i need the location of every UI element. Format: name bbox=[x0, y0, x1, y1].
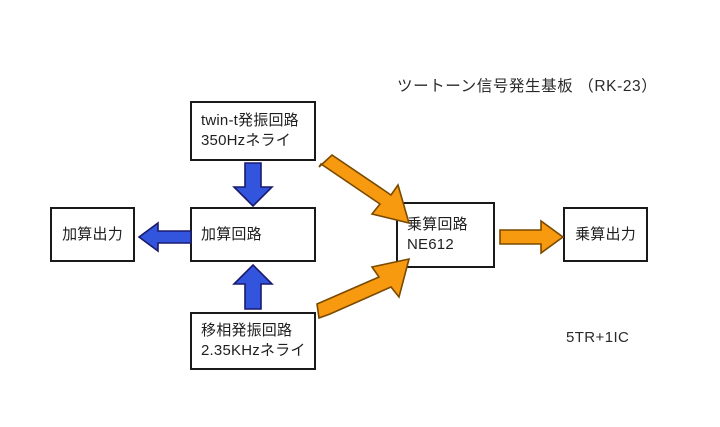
page-title: ツートーン信号発生基板 （RK-23） bbox=[397, 78, 658, 95]
arrow-phase-shift-to-adder-icon bbox=[232, 263, 274, 310]
block-multiplier-circuit: 乗算回路 NE612 bbox=[396, 202, 495, 268]
block-multiplier-output: 乗算出力 bbox=[563, 207, 648, 262]
block-phase-shift-oscillator-line1: 移相発振回路 bbox=[201, 322, 293, 340]
block-multiplier-circuit-line2: NE612 bbox=[407, 236, 454, 253]
block-phase-shift-oscillator-line2: 2.35KHzネライ bbox=[201, 342, 306, 359]
block-adder-circuit: 加算回路 bbox=[190, 207, 316, 262]
arrow-adder-to-output-icon bbox=[137, 221, 192, 253]
block-multiplier-circuit-line1: 乗算回路 bbox=[407, 216, 468, 234]
block-twin-t-oscillator-line2: 350Hzネライ bbox=[201, 132, 291, 149]
arrow-multiplier-to-output-icon bbox=[499, 219, 565, 255]
arrow-twin-t-to-multiplier-icon bbox=[318, 153, 411, 225]
block-twin-t-oscillator: twin-t発振回路 350Hzネライ bbox=[190, 101, 316, 161]
arrow-phase-shift-to-multiplier-icon bbox=[316, 257, 411, 320]
block-multiplier-output-label: 乗算出力 bbox=[575, 225, 636, 243]
component-count-note: 5TR+1IC bbox=[566, 329, 630, 346]
block-twin-t-oscillator-line1: twin-t発振回路 bbox=[201, 112, 299, 130]
block-adder-circuit-label: 加算回路 bbox=[201, 225, 262, 243]
arrow-twin-t-to-adder-icon bbox=[232, 162, 274, 208]
block-adder-output-label: 加算出力 bbox=[62, 225, 123, 243]
block-adder-output: 加算出力 bbox=[50, 207, 135, 262]
block-phase-shift-oscillator: 移相発振回路 2.35KHzネライ bbox=[190, 312, 316, 370]
